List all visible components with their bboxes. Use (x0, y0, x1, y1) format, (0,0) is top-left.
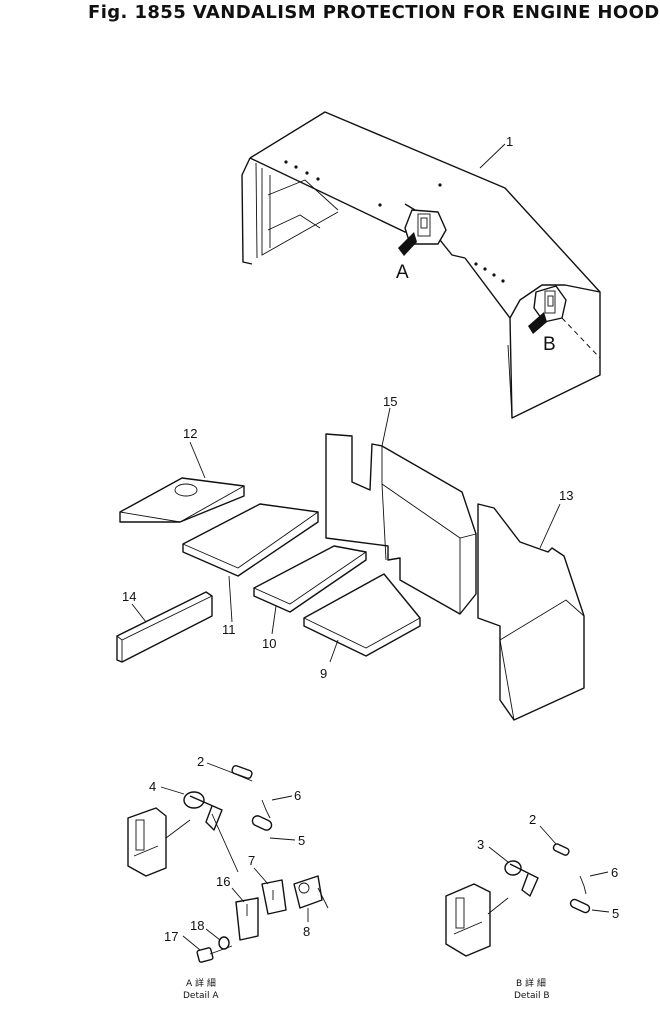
detail-b-caption-en: Detail B (514, 991, 550, 1001)
callout-16: 16 (216, 874, 230, 889)
arrow-b-icon (528, 312, 547, 334)
callout-7: 7 (248, 853, 255, 868)
callout-2b: 2 (529, 812, 536, 827)
panel-11 (182, 503, 319, 577)
callout-2a: 2 (197, 754, 204, 769)
panel-12 (119, 477, 245, 523)
view-label-a: A (396, 262, 409, 283)
panel-14 (116, 591, 213, 663)
callout-12: 12 (183, 426, 197, 441)
callout-8: 8 (303, 924, 310, 939)
callout-17: 17 (164, 929, 178, 944)
callout-3: 3 (477, 837, 484, 852)
panel-10 (253, 545, 367, 613)
callout-18: 18 (190, 918, 204, 933)
detail-a-caption-jp: A 詳 細 (186, 977, 216, 989)
callout-15: 15 (383, 394, 397, 409)
engine-hood (241, 111, 601, 419)
callout-14: 14 (122, 589, 136, 604)
panel-15 (325, 433, 477, 615)
detail-a-caption-en: Detail A (183, 991, 219, 1001)
callout-6a: 6 (294, 788, 301, 803)
callout-9: 9 (320, 666, 327, 681)
callout-11: 11 (222, 622, 236, 637)
panel-9 (303, 573, 421, 657)
detail-a-assembly (127, 764, 329, 963)
callout-5b: 5 (612, 906, 619, 921)
arrow-a-icon (398, 232, 417, 256)
view-label-b: B (543, 334, 556, 355)
callout-5a: 5 (298, 833, 305, 848)
detail-b-caption-jp: B 詳 細 (516, 977, 546, 989)
callout-1: 1 (506, 134, 513, 149)
callout-10: 10 (262, 636, 276, 651)
callout-6b: 6 (611, 865, 618, 880)
figure-title: Fig. 1855 VANDALISM PROTECTION FOR ENGIN… (88, 2, 660, 23)
callout-4: 4 (149, 779, 156, 794)
callout-13: 13 (559, 488, 573, 503)
detail-b-assembly (445, 843, 591, 957)
panel-13 (477, 503, 585, 721)
